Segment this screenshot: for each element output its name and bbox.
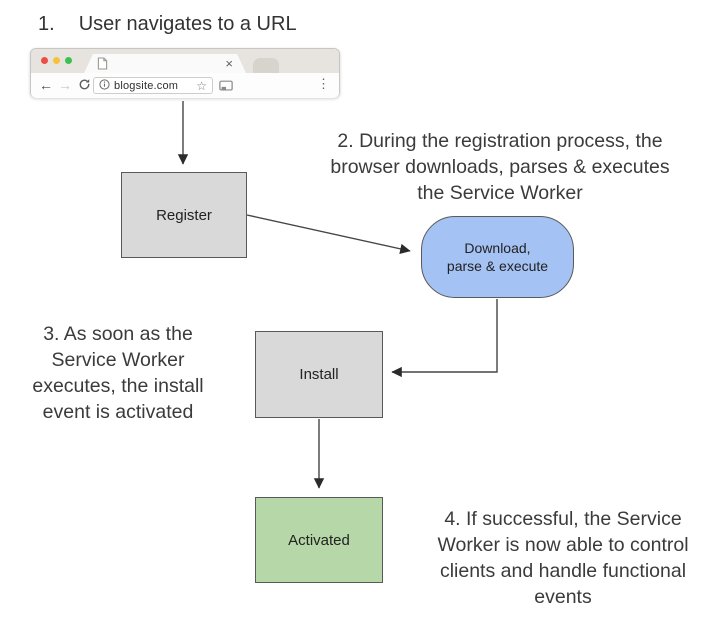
step3-annotation: 3. As soon as the Service Worker execute… (10, 321, 226, 425)
node-install: Install (255, 331, 383, 418)
node-download-label-line1: Download, (464, 239, 531, 256)
node-activated-label: Activated (288, 531, 350, 549)
browser-toolbar: ← → blogsite.com ☆ ⋮ (31, 73, 339, 98)
node-download-parse-execute: Download, parse & execute (421, 216, 574, 298)
reload-icon (78, 78, 91, 96)
star-icon: ☆ (196, 78, 207, 93)
url-text: blogsite.com (114, 79, 179, 92)
step1-number: 1. (38, 13, 55, 35)
node-register-label: Register (156, 206, 212, 224)
arrow-register-to-download (246, 214, 411, 254)
new-tab-nub (253, 58, 279, 73)
browser-window-mockup: × ← → blogsite.com ☆ ⋮ (30, 48, 340, 98)
step4-line: clients and handle functional (439, 560, 687, 582)
step2-line: the Service Worker (417, 182, 583, 204)
address-bar: blogsite.com ☆ (93, 77, 213, 94)
back-arrow-icon: ← (39, 77, 53, 93)
cast-icon (219, 79, 233, 97)
step2-line: 2. During the registration process, the (337, 130, 663, 152)
step3-line: executes, the install (32, 375, 204, 397)
step1-text: User navigates to a URL (78, 13, 297, 35)
step4-line: events (534, 586, 592, 608)
page-icon (97, 57, 108, 73)
step3-line: 3. As soon as the (43, 323, 193, 345)
step3-line: Service Worker (51, 349, 185, 371)
browser-tab-strip: × (31, 49, 339, 73)
forward-arrow-icon: → (58, 77, 72, 93)
node-register: Register (121, 172, 247, 258)
close-light-icon (41, 57, 48, 64)
traffic-lights (41, 57, 72, 64)
step1-title: 1. User navigates to a URL (38, 13, 297, 36)
tab-close-icon: × (225, 56, 233, 71)
step2-line: browser downloads, parses & executes (330, 156, 670, 178)
step3-line: event is activated (42, 401, 194, 423)
minimize-light-icon (53, 57, 60, 64)
browser-tab: × (84, 54, 246, 73)
node-activated: Activated (255, 497, 383, 583)
menu-dots-icon: ⋮ (317, 76, 330, 91)
node-download-label-line2: parse & execute (446, 258, 549, 274)
step2-annotation: 2. During the registration process, the … (280, 128, 720, 206)
info-icon (99, 77, 110, 95)
step4-line: Worker is now able to control (437, 534, 689, 556)
zoom-light-icon (65, 57, 72, 64)
step4-annotation: 4. If successful, the Service Worker is … (402, 506, 724, 610)
node-install-label: Install (299, 366, 339, 383)
arrow-download-to-install (391, 299, 498, 378)
step4-line: 4. If successful, the Service (444, 508, 682, 530)
